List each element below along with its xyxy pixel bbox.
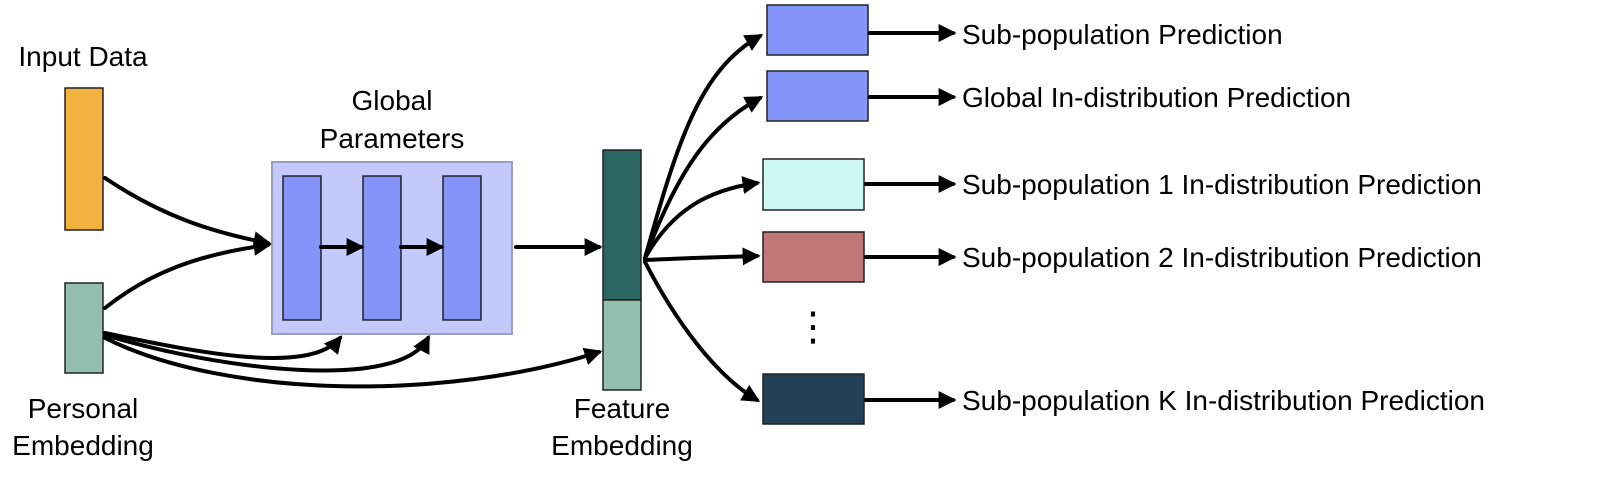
feature-embedding-label-line2: Embedding — [551, 430, 693, 461]
feature-embedding-top-block — [602, 149, 642, 301]
more-heads-ellipsis: ⋮ — [793, 305, 833, 349]
input-data-label: Input Data — [18, 41, 148, 72]
output-head-2 — [766, 70, 869, 122]
feature-to-output4-arrow — [643, 247, 761, 266]
personal-embedding-label-line2: Embedding — [12, 430, 154, 461]
output-head-4 — [762, 231, 865, 283]
personal-embedding-block — [64, 282, 104, 374]
personal-to-layer2-arrow — [103, 331, 343, 360]
prediction-label-3: Sub-population 1 In-distribution Predict… — [962, 169, 1482, 200]
personal-to-global-arrow — [103, 237, 272, 310]
global-layer-3 — [442, 175, 482, 321]
output-head-3 — [762, 158, 865, 211]
global-parameters-label-line2: Parameters — [320, 123, 465, 154]
personal-to-feature-arrow — [103, 336, 603, 389]
prediction-label-5: Sub-population K In-distribution Predict… — [962, 385, 1485, 416]
prediction-label-2: Global In-distribution Prediction — [962, 82, 1351, 113]
personal-embedding-label-line1: Personal — [28, 393, 139, 424]
feature-embedding-bottom-block — [602, 299, 642, 391]
prediction-label-1: Sub-population Prediction — [962, 19, 1283, 50]
personal-to-layer3-arrow — [103, 333, 430, 373]
output-head-5 — [762, 373, 865, 425]
feature-to-output5-arrow — [643, 260, 761, 402]
feature-embedding-label-line1: Feature — [574, 393, 671, 424]
global-layer-2 — [362, 175, 402, 321]
input-to-global-arrow — [103, 176, 272, 250]
global-parameters-label-line1: Global — [352, 85, 433, 116]
feature-to-output1-arrow — [643, 34, 764, 260]
output-head-1 — [766, 4, 869, 56]
input-data-block — [64, 87, 104, 231]
feature-to-output2-arrow — [643, 96, 764, 260]
prediction-label-4: Sub-population 2 In-distribution Predict… — [962, 242, 1482, 273]
global-layer-1 — [282, 175, 322, 321]
feature-to-output3-arrow — [643, 176, 761, 260]
